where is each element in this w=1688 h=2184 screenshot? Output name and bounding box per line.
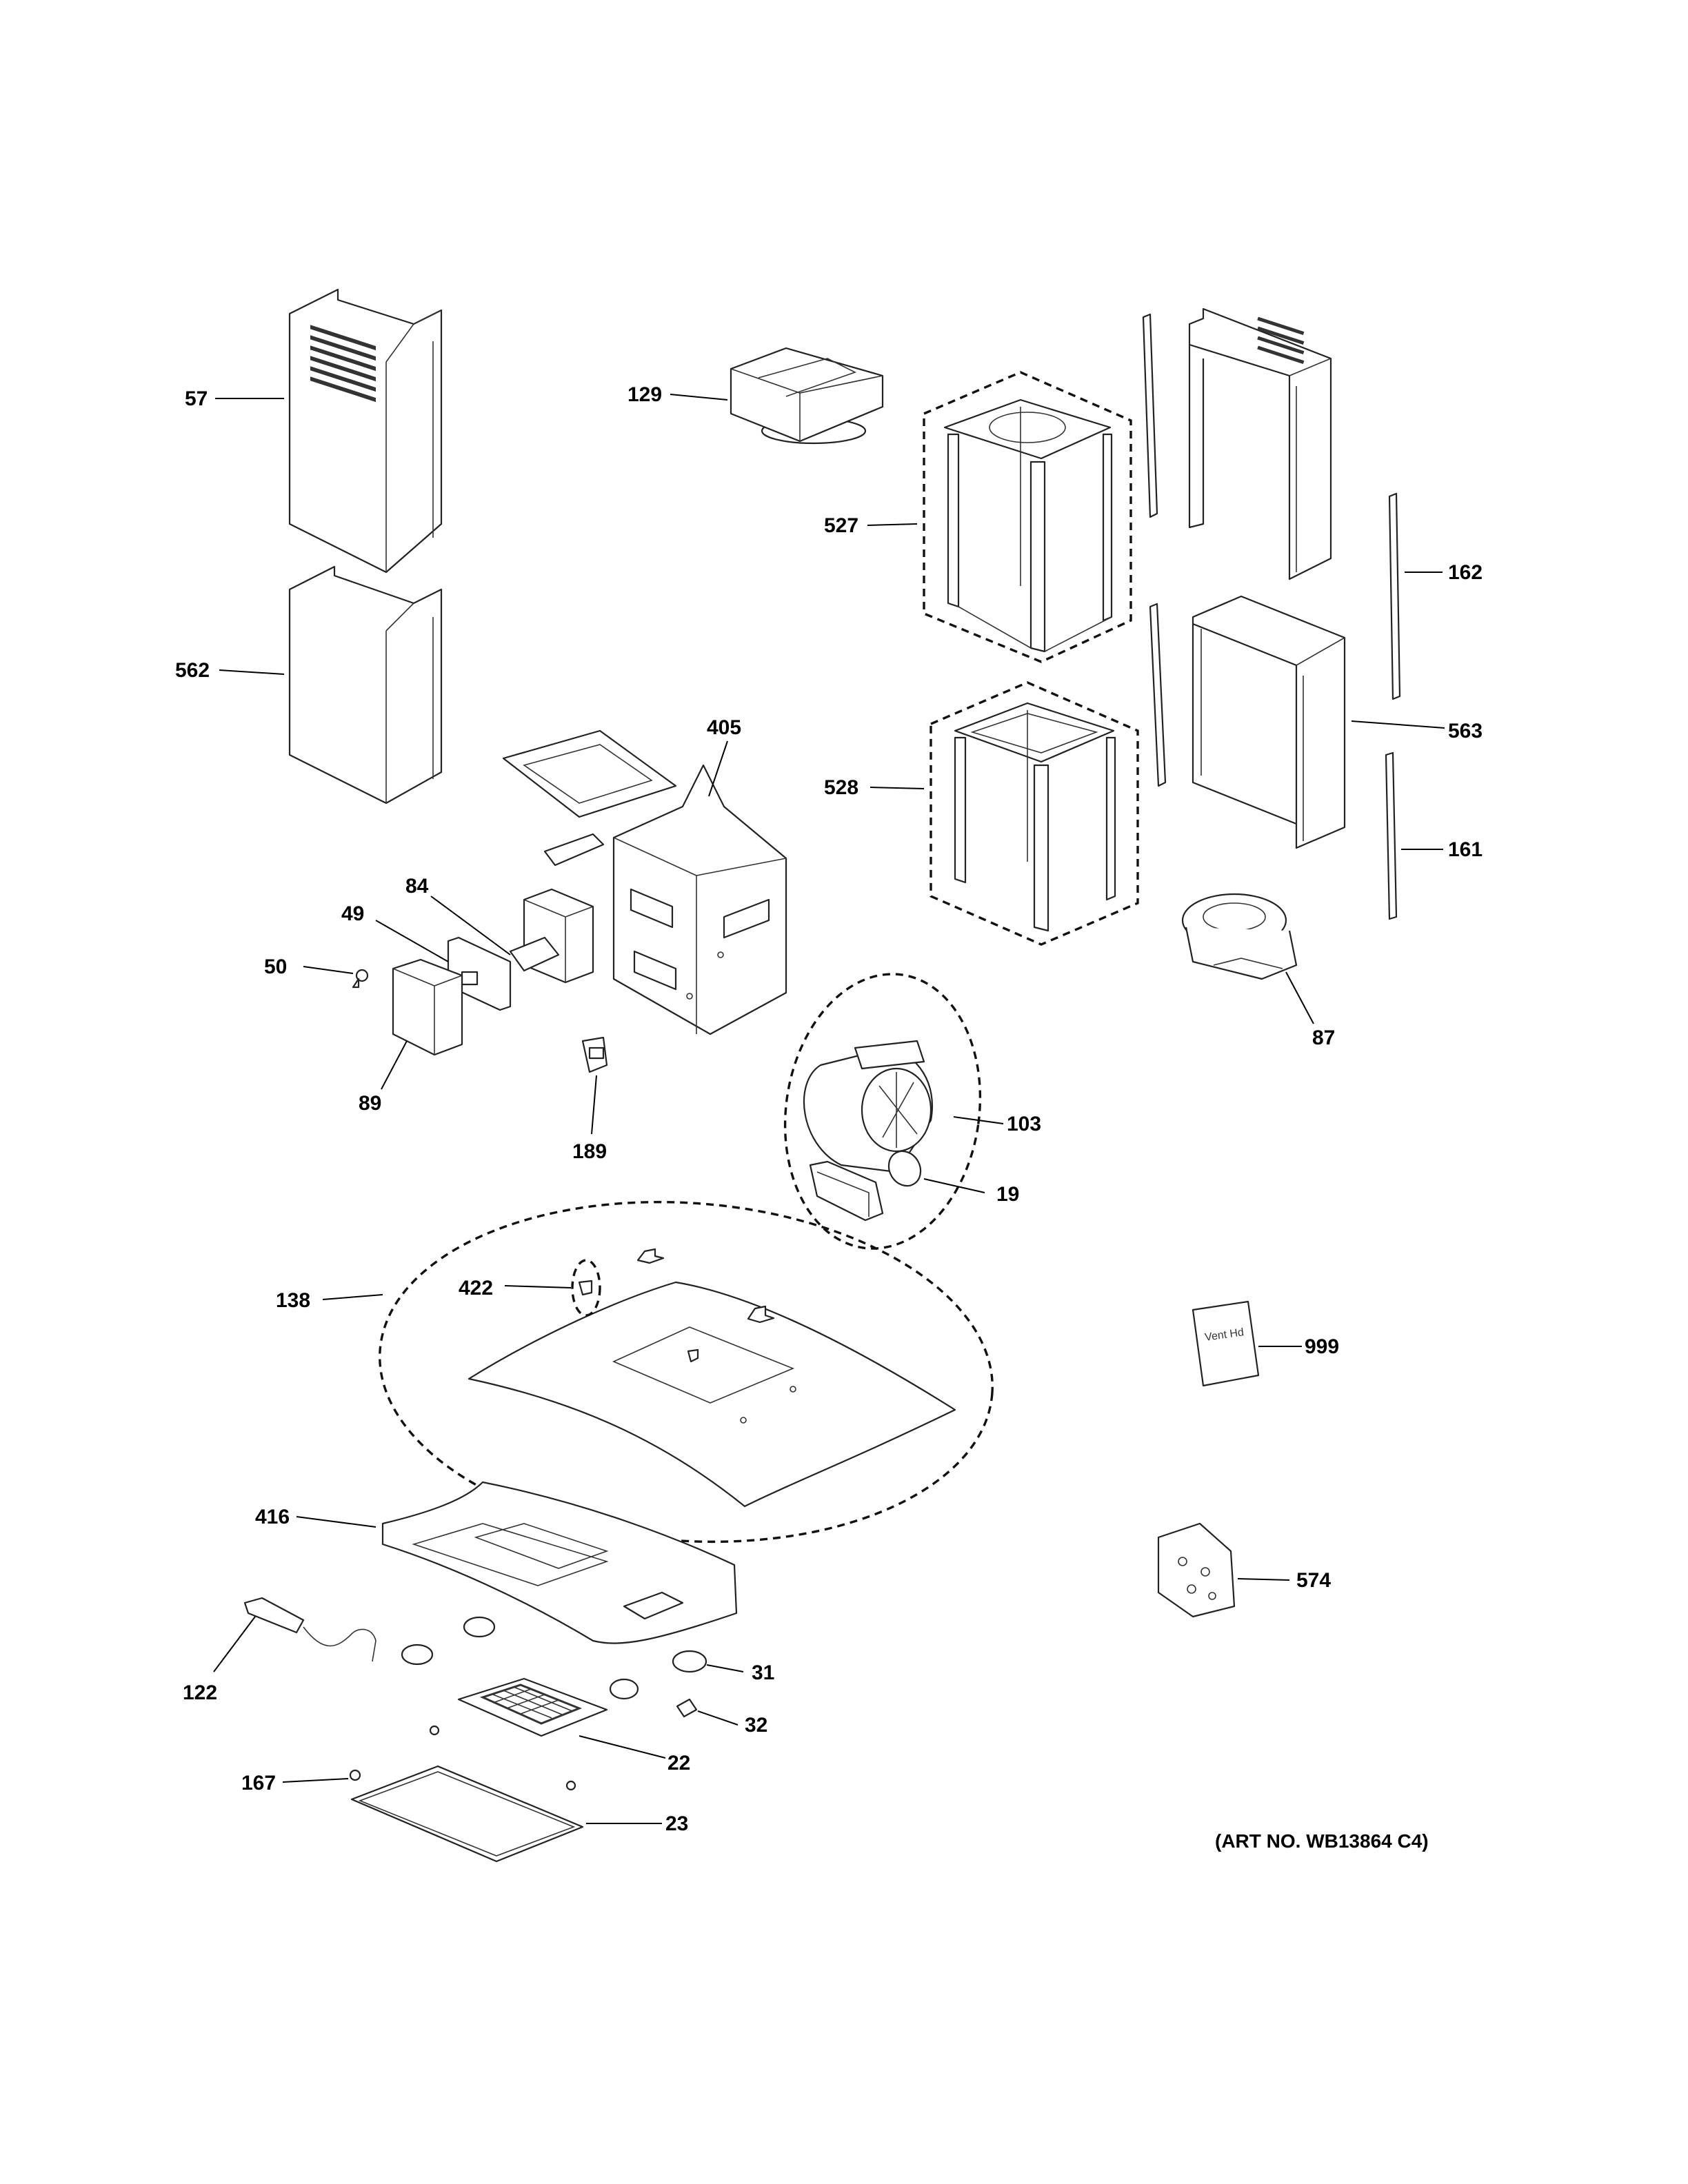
callout-405[interactable]: 405	[707, 716, 741, 739]
part-87-transition[interactable]	[1181, 893, 1298, 980]
assembly-outline-103	[783, 973, 982, 1250]
part-162-rail[interactable]	[1388, 492, 1401, 700]
part-22-grease-filter[interactable]	[457, 1677, 608, 1737]
callout-122[interactable]: 122	[183, 1681, 217, 1704]
part-422-fastener[interactable]	[578, 1280, 593, 1296]
part-top-plate[interactable]	[502, 729, 677, 818]
part-563-lower-rear-cover[interactable]	[1192, 595, 1346, 849]
callout-32[interactable]: 32	[745, 1714, 767, 1737]
callout-31[interactable]: 31	[752, 1661, 774, 1684]
part-89-cover-box[interactable]	[392, 958, 463, 1056]
part-50-screw[interactable]	[352, 969, 369, 989]
part-103-blower[interactable]	[803, 1040, 933, 1173]
callout-999[interactable]: 999	[1305, 1335, 1339, 1358]
callout-167[interactable]: 167	[241, 1772, 276, 1794]
part-23-glass-panel[interactable]	[350, 1765, 584, 1863]
part-562-lower-duct-cover[interactable]	[288, 565, 443, 805]
part-screw-a[interactable]	[429, 1725, 440, 1736]
callout-87[interactable]: 87	[1312, 1027, 1335, 1049]
callout-189[interactable]: 189	[572, 1140, 607, 1163]
assembly-outline-528	[930, 681, 1139, 946]
callout-416[interactable]: 416	[255, 1506, 290, 1528]
callout-129[interactable]: 129	[627, 383, 662, 406]
callout-422[interactable]: 422	[459, 1277, 493, 1300]
callout-162[interactable]: 162	[1448, 561, 1483, 584]
part-527-upper-frame[interactable]	[943, 398, 1113, 653]
callout-84[interactable]: 84	[405, 875, 429, 898]
part-rail-lower[interactable]	[1149, 603, 1167, 787]
callout-89[interactable]: 89	[359, 1092, 381, 1115]
part-57-upper-duct-cover[interactable]	[288, 288, 443, 574]
part-138-canopy[interactable]	[468, 1248, 956, 1508]
part-129-damper-box[interactable]	[730, 347, 884, 445]
vent-grille-rear	[1257, 316, 1305, 365]
part-189-switch[interactable]	[581, 1036, 608, 1073]
assembly-outline-422	[571, 1259, 601, 1317]
callout-527[interactable]: 527	[824, 514, 858, 537]
part-31-lamp-holder[interactable]	[672, 1650, 707, 1673]
callout-574[interactable]: 574	[1296, 1569, 1331, 1592]
part-32-bulb[interactable]	[676, 1698, 698, 1718]
part-574-hardware-bag[interactable]	[1157, 1522, 1236, 1618]
callout-563[interactable]: 563	[1448, 720, 1483, 742]
part-84-bracket[interactable]	[509, 888, 594, 984]
callout-103[interactable]: 103	[1007, 1113, 1041, 1135]
part-motor-bracket[interactable]	[809, 1160, 884, 1222]
callout-562[interactable]: 562	[175, 659, 210, 682]
part-small-bracket[interactable]	[543, 833, 605, 867]
vent-grille	[310, 325, 376, 403]
callout-49[interactable]: 49	[341, 902, 364, 925]
part-405-chassis[interactable]	[612, 764, 787, 1035]
assembly-outline-527	[923, 371, 1132, 663]
part-rail-upper[interactable]	[1142, 313, 1158, 518]
part-167-screw[interactable]	[349, 1769, 361, 1781]
part-122-light-harness[interactable]	[243, 1597, 376, 1662]
callout-50[interactable]: 50	[264, 956, 287, 978]
art-number: (ART NO. WB13864 C4)	[1215, 1830, 1429, 1852]
part-19-capacitor[interactable]	[883, 1145, 927, 1191]
callout-57[interactable]: 57	[185, 387, 208, 410]
part-screw-b[interactable]	[565, 1780, 576, 1791]
part-knob-mid[interactable]	[463, 1616, 496, 1638]
callout-138[interactable]: 138	[276, 1289, 310, 1312]
callout-19[interactable]: 19	[996, 1183, 1019, 1206]
part-upper-rear-cover[interactable]	[1188, 307, 1332, 580]
callout-22[interactable]: 22	[667, 1752, 690, 1775]
callout-23[interactable]: 23	[665, 1812, 688, 1835]
part-528-lower-frame[interactable]	[954, 702, 1116, 932]
part-999-manual[interactable]: Vent Hd	[1192, 1300, 1260, 1387]
part-161-rail[interactable]	[1385, 751, 1398, 920]
part-knob-right[interactable]	[609, 1678, 639, 1700]
part-49-control-board[interactable]	[447, 936, 512, 1011]
part-416-lower-housing[interactable]	[381, 1481, 738, 1644]
part-knob-left[interactable]	[401, 1644, 434, 1666]
callout-161[interactable]: 161	[1448, 838, 1483, 861]
callout-528[interactable]: 528	[824, 776, 858, 799]
